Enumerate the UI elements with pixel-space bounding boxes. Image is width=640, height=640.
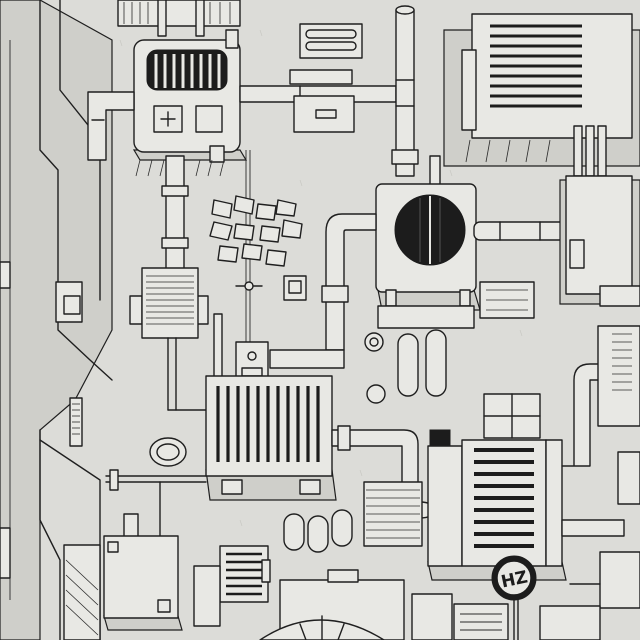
- rooftop-hvac-louvered: [443, 13, 640, 177]
- floor-grille: [363, 481, 423, 547]
- condenser-fan-unit: [375, 183, 569, 311]
- label-plate: [453, 603, 509, 640]
- bottom-left-cabinet: [103, 535, 183, 631]
- pipes-upper: [87, 5, 441, 187]
- left-parapet-wall: [0, 0, 113, 640]
- main-louvered-unit: [205, 375, 337, 501]
- right-edge-unit: [559, 175, 640, 307]
- top-skylight: [117, 0, 241, 37]
- right-edge-mid-unit: [597, 325, 640, 609]
- scattered-tiles: [209, 195, 303, 267]
- round-sign: HZ: [491, 555, 537, 640]
- round-hatch: [105, 437, 207, 541]
- electrical-cabinet: [132, 29, 248, 177]
- small-cylinders: [283, 509, 353, 553]
- bottom-structures: [259, 569, 601, 640]
- small-louvered-box: [193, 545, 271, 627]
- small-hatch-cover: [235, 275, 307, 301]
- transformer-unit: [129, 267, 223, 411]
- junction-box: [235, 341, 269, 379]
- small-vent-cluster: [289, 23, 363, 133]
- pipe-curved-center: [269, 213, 377, 369]
